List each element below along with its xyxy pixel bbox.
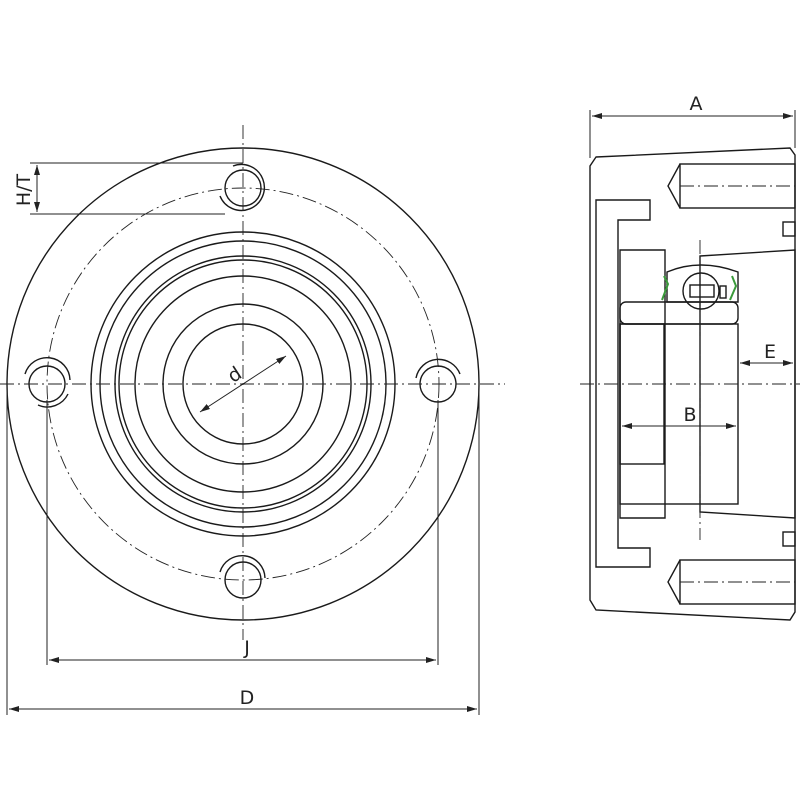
front-view: H/T d J D <box>0 125 505 715</box>
label-e: E <box>764 341 776 363</box>
label-D: D <box>240 687 255 709</box>
inner-ring-section <box>619 301 739 325</box>
label-b: B <box>683 404 696 426</box>
side-view: A E B <box>580 93 800 621</box>
ball <box>682 272 720 310</box>
outer-ring-section <box>666 264 739 303</box>
label-j: J <box>243 637 250 659</box>
label-ht: H/T <box>13 173 35 206</box>
label-a: A <box>690 93 703 115</box>
